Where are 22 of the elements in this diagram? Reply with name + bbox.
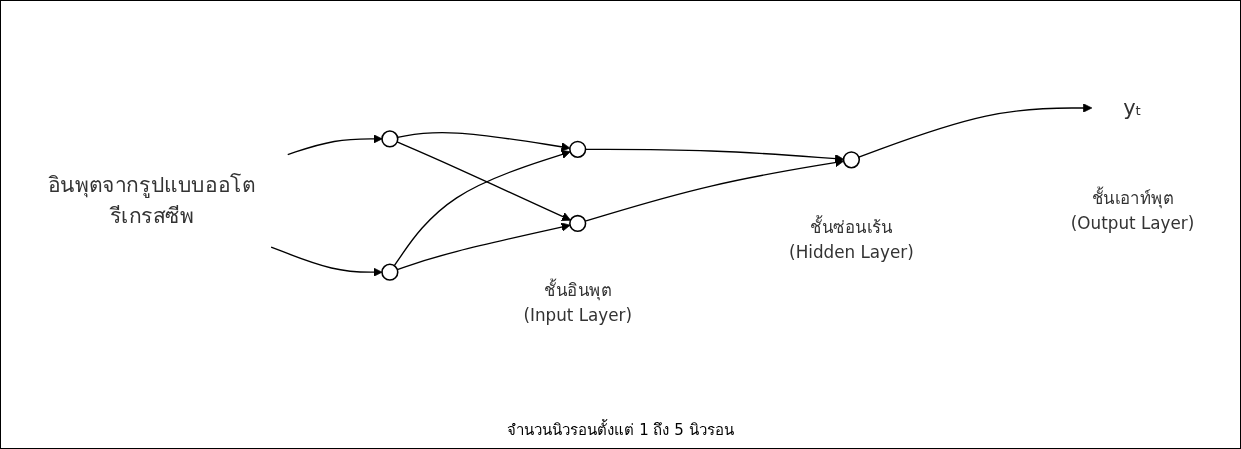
node-label: ชั้นอินพุต: [544, 280, 612, 301]
node-circle: [381, 130, 399, 148]
node-circle: [381, 263, 399, 281]
node-label: ชั้นซ่อนเร้น: [810, 216, 893, 237]
node-text: yₜ: [1123, 95, 1142, 121]
node-circle: [842, 151, 861, 169]
node-label: (Input Layer): [523, 305, 632, 326]
arrow: [393, 149, 571, 267]
arrow: [287, 134, 383, 156]
arrow: [396, 222, 571, 271]
arrow: [858, 103, 1093, 158]
arrow: [270, 246, 383, 277]
node-text: อินพุตจากรูปแบบออโตรีเกรสซีพ: [47, 171, 256, 229]
annotation-text: จำนวนนิวรอนตั้งแต่ 1 ถึง 5 นิวรอน: [507, 418, 734, 441]
arrow: [396, 131, 571, 152]
arrow: [396, 141, 571, 221]
node-label: (Hidden Layer): [789, 242, 914, 262]
node-circle: [569, 214, 587, 233]
node-label: ชั้นเอาท์พุต: [1091, 188, 1174, 209]
node-circle: [569, 140, 587, 158]
node-label: (Output Layer): [1070, 213, 1195, 234]
arrow: [584, 157, 845, 222]
